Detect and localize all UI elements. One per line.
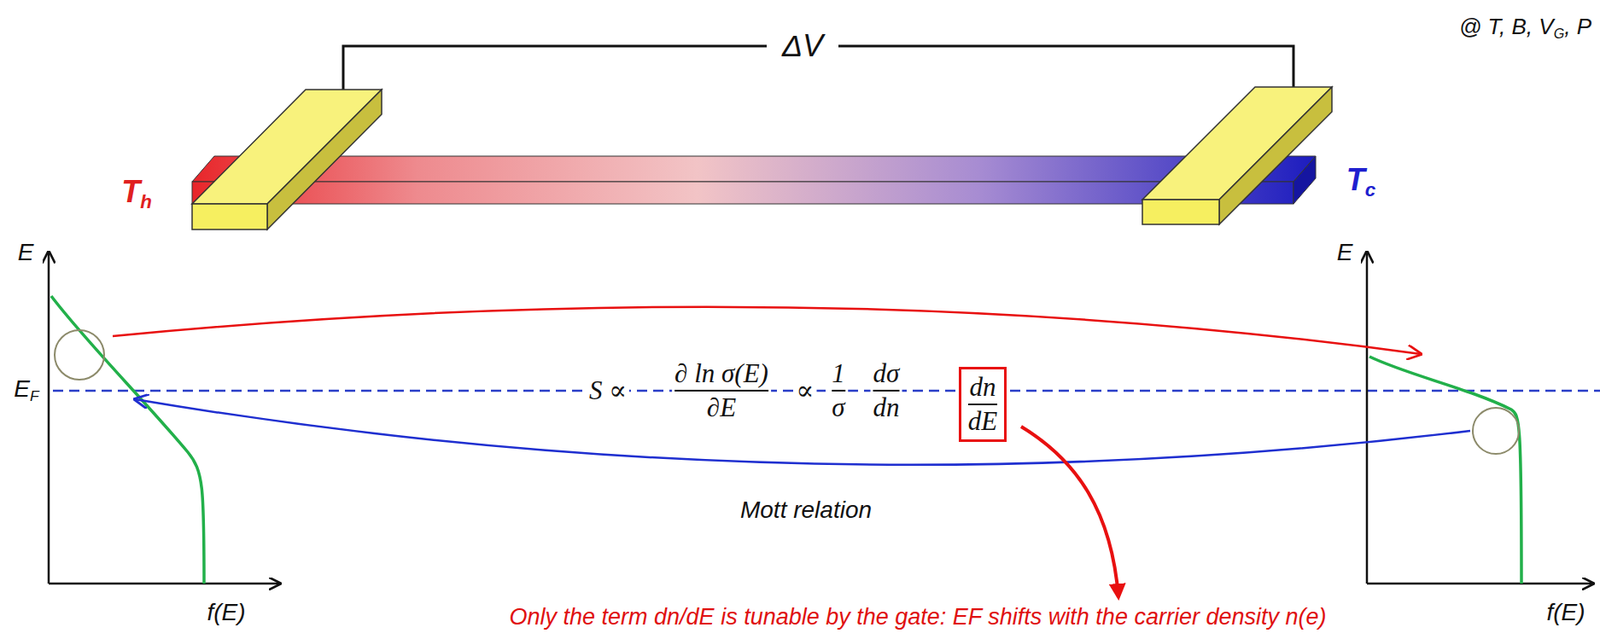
label-text: f(E) bbox=[206, 599, 246, 626]
label-text: dn bbox=[873, 393, 900, 423]
label-text: , P bbox=[1564, 13, 1592, 40]
subscript: G bbox=[1553, 25, 1565, 41]
label-text: T bbox=[121, 174, 141, 210]
axis-label: f(E) bbox=[1546, 600, 1585, 627]
voltage-label: ΔV bbox=[782, 29, 824, 64]
label-text: ∂E bbox=[706, 393, 736, 423]
label-text: dσ bbox=[873, 359, 900, 389]
subscript: c bbox=[1365, 179, 1376, 201]
equation-fraction: 1σ bbox=[829, 359, 848, 423]
callout-arrow bbox=[1021, 426, 1119, 598]
subscript: F bbox=[29, 388, 40, 406]
fraction-bar bbox=[831, 390, 846, 392]
label-text: ∝ bbox=[796, 375, 815, 406]
contact-right bbox=[1142, 87, 1332, 225]
equation-term: dE bbox=[968, 407, 998, 437]
cold-carrier-arrow bbox=[134, 399, 1471, 466]
label-text: 1 bbox=[831, 359, 846, 389]
note-text: Only the term dn/dE is tunable by the ga… bbox=[509, 605, 1327, 631]
contact-left bbox=[192, 89, 382, 230]
equation-term: dn bbox=[969, 373, 997, 403]
label-text: σ bbox=[831, 393, 845, 423]
label-text: E bbox=[13, 375, 30, 403]
plot-right bbox=[1366, 251, 1594, 584]
wire bbox=[343, 46, 767, 94]
conditions-label: @ T, B, VG, P bbox=[1459, 14, 1592, 42]
label-text: @ T, B, V bbox=[1459, 13, 1554, 40]
fraction-bar bbox=[873, 390, 900, 392]
equation-fraction: ∂ ln σ(E) ∂E bbox=[671, 359, 771, 423]
equation-term: S ∝ bbox=[586, 376, 630, 406]
cold-temperature: Tc bbox=[1346, 163, 1376, 201]
fraction-bar bbox=[674, 390, 769, 392]
highlight-box: dn dE bbox=[958, 367, 1007, 443]
fraction-bar bbox=[968, 403, 998, 406]
hot-carrier-arrow bbox=[112, 307, 1421, 355]
label-text: S ∝ bbox=[589, 375, 627, 406]
axis-label: E bbox=[17, 239, 35, 267]
equation-fraction: dσ dn bbox=[870, 359, 903, 423]
label-text: ∂ ln σ(E) bbox=[674, 359, 769, 389]
equation-term: ∝ bbox=[794, 376, 818, 406]
label-text: T bbox=[1346, 162, 1366, 198]
hot-temperature: Th bbox=[121, 175, 152, 213]
label-text: Mott relation bbox=[740, 496, 872, 524]
axis-label: f(E) bbox=[206, 600, 246, 627]
label-text: E bbox=[1337, 239, 1354, 266]
axis-label: E bbox=[1337, 239, 1354, 267]
label-text: Only the term dn/dE is tunable by the ga… bbox=[509, 604, 1327, 631]
wire bbox=[838, 46, 1294, 91]
fermi-label: EF bbox=[13, 376, 39, 405]
label-text: ΔV bbox=[782, 28, 824, 64]
caption-label: Mott relation bbox=[740, 497, 872, 525]
label-text: E bbox=[17, 239, 35, 266]
label-text: f(E) bbox=[1546, 599, 1585, 626]
subscript: h bbox=[140, 191, 152, 213]
